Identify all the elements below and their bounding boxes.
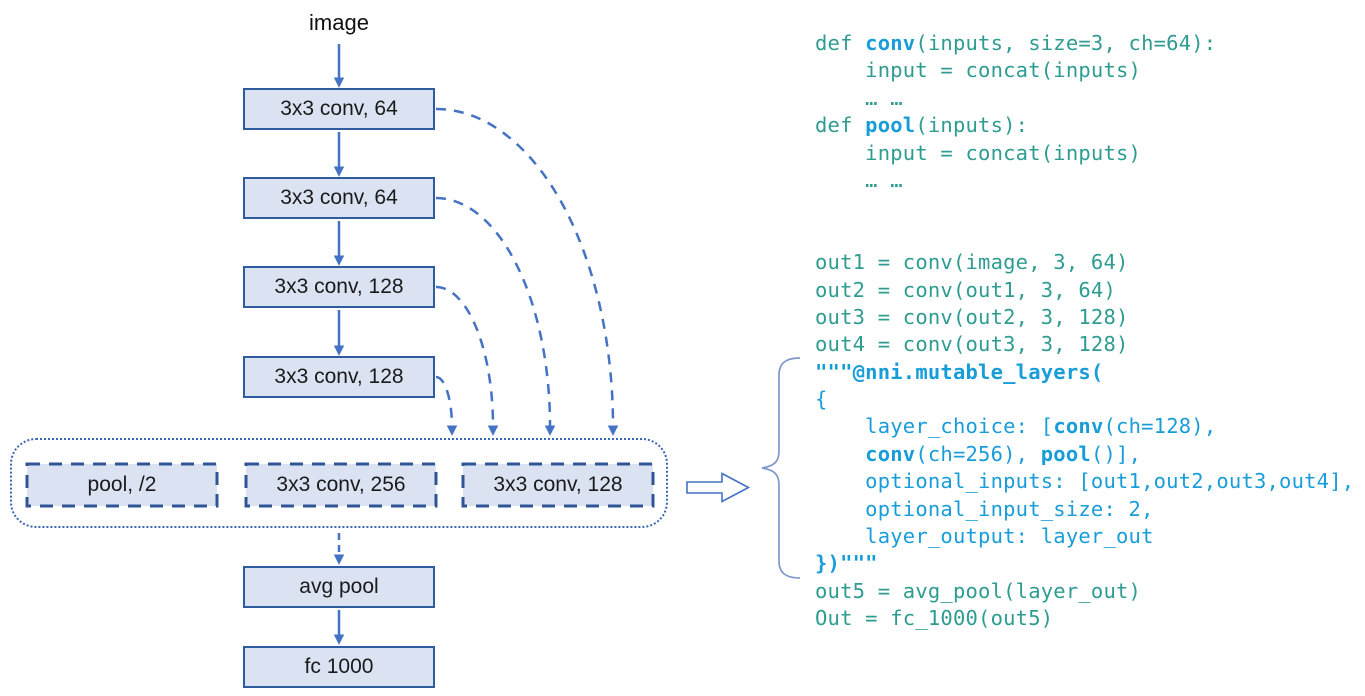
skip-curve-conv3 xyxy=(435,285,499,436)
code-segment: conv xyxy=(865,31,916,55)
code-segment: layer_choice: [ xyxy=(815,414,1054,439)
code-line xyxy=(815,194,1354,221)
code-segment: out2 = conv(out1, 3, 64) xyxy=(815,277,1117,302)
code-segment: })""" xyxy=(815,551,878,576)
code-block: def conv(inputs, size=3, ch=64): input =… xyxy=(815,30,1354,633)
conv-box-1: 3x3 conv, 64 xyxy=(243,88,435,130)
code-segment: out5 = avg_pool(layer_out) xyxy=(815,578,1142,603)
code-segment: { xyxy=(815,387,828,412)
code-segment: (inputs): xyxy=(915,113,1029,138)
conv-box-2: 3x3 conv, 64 xyxy=(243,177,435,219)
code-line: })""" xyxy=(815,550,1354,577)
code-line: def conv(inputs, size=3, ch=64): xyxy=(815,30,1354,57)
input-label: image xyxy=(309,10,369,35)
code-segment: ()], xyxy=(1090,441,1142,466)
code-segment: layer_output: layer_out xyxy=(815,524,1154,549)
conv-box-4: 3x3 conv, 128 xyxy=(243,356,435,398)
code-segment: pool xyxy=(865,113,916,138)
code-segment: optional_input_size: 2, xyxy=(815,496,1154,521)
code-line: … … xyxy=(815,85,1354,112)
code-line: … … xyxy=(815,167,1354,194)
code-line: layer_choice: [conv(ch=128), xyxy=(815,413,1354,440)
code-segment: out4 = conv(out3, 3, 128) xyxy=(815,332,1129,357)
choice-box-conv256: 3x3 conv, 256 xyxy=(246,464,436,506)
code-segment xyxy=(815,442,865,466)
choice-box-pool: pool, /2 xyxy=(27,464,217,506)
choice-box-conv128: 3x3 conv, 128 xyxy=(463,464,653,506)
code-segment: Out = fc_1000(out5) xyxy=(815,606,1054,631)
code-segment: (inputs, size=3, ch=64): xyxy=(915,31,1217,55)
code-line: { xyxy=(815,386,1354,413)
code-segment: pool xyxy=(1040,441,1091,466)
code-segment: input = concat(inputs) xyxy=(815,58,1142,83)
code-line: optional_input_size: 2, xyxy=(815,496,1354,523)
block-arrow-icon xyxy=(686,472,751,503)
code-segment: out1 = conv(image, 3, 64) xyxy=(815,250,1129,275)
code-line: out5 = avg_pool(layer_out) xyxy=(815,578,1354,605)
skip-curve-conv2 xyxy=(435,196,556,436)
code-segment: … … xyxy=(815,167,903,192)
code-segment: … … xyxy=(815,85,903,110)
code-line: input = concat(inputs) xyxy=(815,140,1354,167)
mutable-layer-container xyxy=(10,438,668,528)
skip-curve-conv4 xyxy=(435,375,458,436)
code-segment: conv xyxy=(865,441,916,466)
code-line: def pool(inputs): xyxy=(815,112,1354,139)
code-segment: (ch=256), xyxy=(915,441,1041,466)
code-segment: """@nni.mutable_layers( xyxy=(815,359,1104,384)
code-line: input = concat(inputs) xyxy=(815,57,1354,84)
avg-pool-box: avg pool xyxy=(243,566,435,608)
code-segment: def xyxy=(815,31,866,55)
code-segment: (ch=128), xyxy=(1103,414,1217,439)
code-brace-icon xyxy=(761,357,801,579)
code-line: Out = fc_1000(out5) xyxy=(815,605,1354,632)
code-line: out3 = conv(out2, 3, 128) xyxy=(815,304,1354,331)
conv-box-3: 3x3 conv, 128 xyxy=(243,266,435,308)
code-line: out4 = conv(out3, 3, 128) xyxy=(815,331,1354,358)
code-segment: input = concat(inputs) xyxy=(815,140,1142,165)
code-line: out1 = conv(image, 3, 64) xyxy=(815,249,1354,276)
code-line: optional_inputs: [out1,out2,out3,out4], xyxy=(815,468,1354,495)
code-segment: conv xyxy=(1053,414,1104,439)
code-segment: out3 = conv(out2, 3, 128) xyxy=(815,304,1129,329)
code-segment: def xyxy=(815,113,866,138)
code-line: out2 = conv(out1, 3, 64) xyxy=(815,277,1354,304)
code-line: """@nni.mutable_layers( xyxy=(815,359,1354,386)
code-line xyxy=(815,222,1354,249)
skip-curve-conv1 xyxy=(435,107,619,436)
code-segment: optional_inputs: [out1,out2,out3,out4], xyxy=(815,469,1355,494)
code-line: layer_output: layer_out xyxy=(815,523,1354,550)
code-line: conv(ch=256), pool()], xyxy=(815,441,1354,468)
fc-box: fc 1000 xyxy=(243,646,435,688)
